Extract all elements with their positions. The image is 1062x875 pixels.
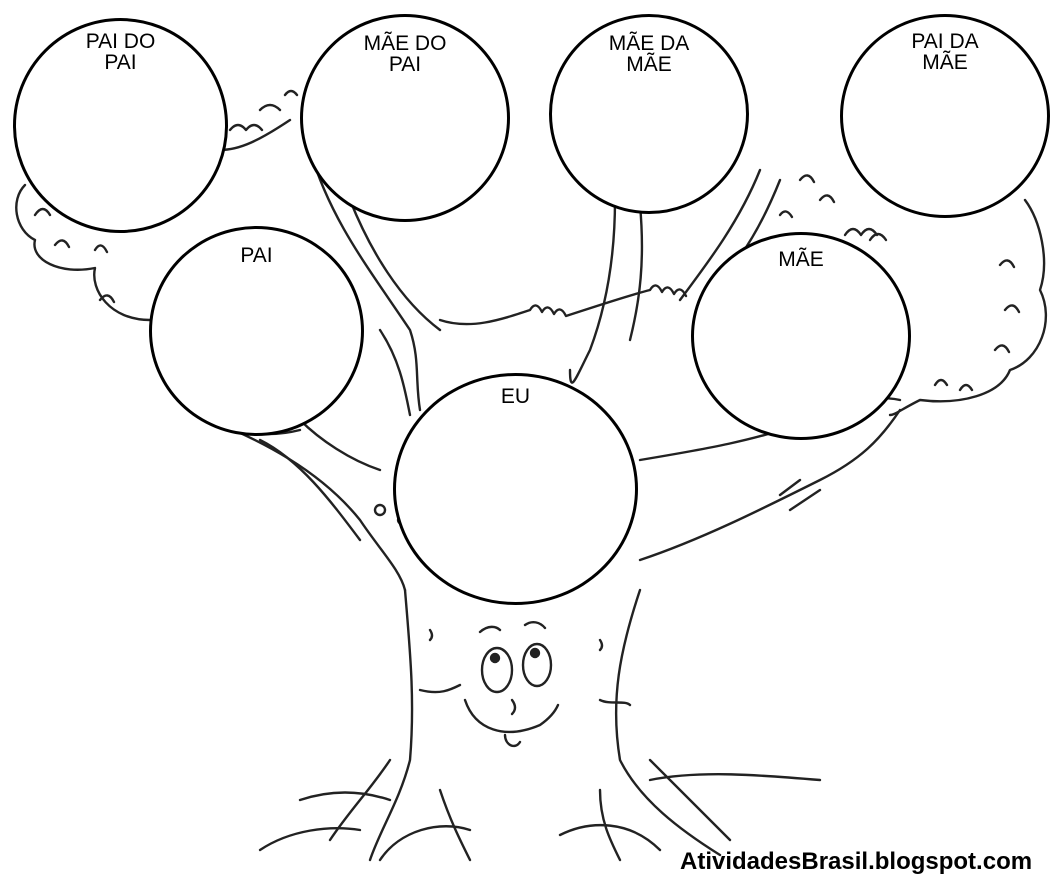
trunk — [368, 588, 414, 862]
foliage-right — [888, 198, 1048, 417]
node-label: EU — [500, 385, 531, 408]
node-mae: MÃE — [691, 232, 911, 440]
branch-mid-right — [568, 198, 617, 384]
node-eu: EU — [393, 373, 638, 605]
node-mae-da-mae: MÃE DA MÃE — [549, 14, 749, 214]
node-label: MÃE DA MÃE — [608, 32, 690, 76]
tree-eye-left — [480, 646, 514, 694]
node-pai-da-mae: PAI DA MÃE — [840, 14, 1050, 218]
tree-smile — [463, 698, 560, 733]
node-label: PAI DO PAI — [85, 30, 156, 74]
node-label: PAI DA MÃE — [911, 30, 979, 74]
node-mae-do-pai: MÃE DO PAI — [300, 14, 510, 222]
tree-eye-right — [521, 642, 553, 688]
node-pai: PAI — [149, 226, 364, 436]
node-label: PAI — [240, 244, 273, 267]
branch-left — [208, 418, 407, 592]
node-label: MÃE DO PAI — [363, 32, 447, 76]
branch-mid-left — [308, 148, 422, 412]
node-pai-do-pai: PAI DO PAI — [13, 18, 228, 233]
node-label: MÃE — [778, 248, 824, 271]
watermark-text: AtividadesBrasil.blogspot.com — [680, 848, 1033, 875]
